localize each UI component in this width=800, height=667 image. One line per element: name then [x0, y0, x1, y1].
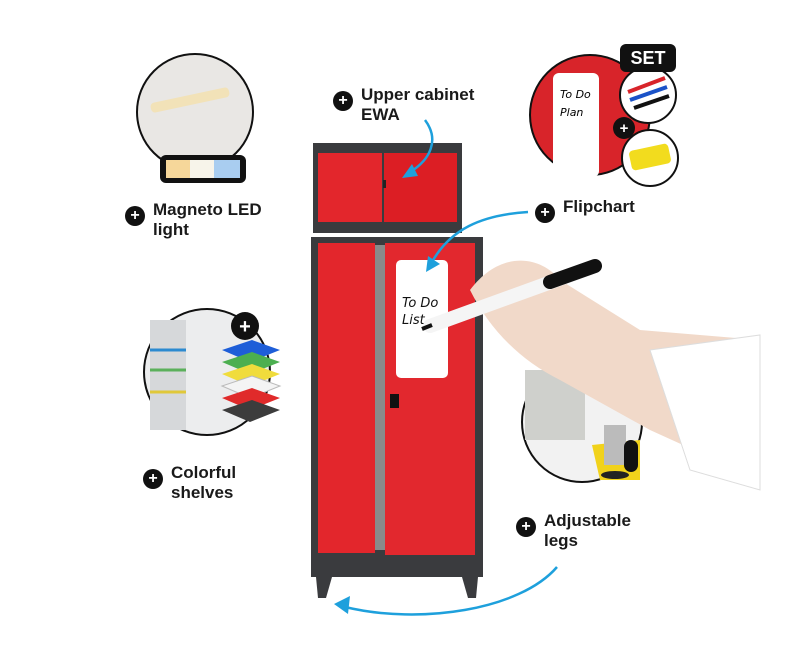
- cabinet: To Do List: [311, 143, 483, 598]
- arrows: [334, 119, 558, 616]
- hand-with-marker: [421, 259, 761, 491]
- inset-plan-text: Plan: [560, 106, 583, 119]
- feature-label: legs: [544, 531, 579, 550]
- lock-icon: [390, 394, 399, 408]
- svg-text:+: +: [620, 120, 629, 137]
- feature-label: Adjustable: [544, 511, 631, 530]
- feature-label: shelves: [171, 483, 234, 502]
- plus-icon: +: [125, 206, 145, 226]
- set-badge-text: SET: [630, 48, 665, 68]
- plus-icon: +: [333, 91, 353, 111]
- plus-icon: [231, 312, 259, 340]
- feature-label: light: [153, 220, 189, 239]
- whiteboard-todo-text: To Do: [402, 296, 438, 311]
- feature-flipchart: + Flipchart: [535, 197, 635, 223]
- whiteboard: [396, 260, 448, 378]
- whiteboard-list-text: List: [402, 313, 426, 328]
- svg-text:+: +: [239, 316, 251, 338]
- inset-todo-text: To Do: [560, 88, 591, 101]
- shelves-inset: +: [143, 308, 282, 436]
- flipchart-inset: To Do Plan + SET: [529, 44, 679, 187]
- feature-label: Magneto LED: [153, 200, 262, 219]
- plus-icon: +: [535, 203, 555, 223]
- feature-label: Upper cabinet: [361, 85, 475, 104]
- set-badge: [620, 44, 676, 72]
- feature-label: Flipchart: [563, 197, 635, 216]
- plus-icon: +: [143, 469, 163, 489]
- left-door: [318, 243, 375, 553]
- feature-label: EWA: [361, 105, 400, 124]
- plus-icon: [613, 117, 635, 139]
- plus-icon: +: [516, 517, 536, 537]
- feature-label: Colorful: [171, 463, 237, 482]
- led-light-inset: [136, 53, 254, 183]
